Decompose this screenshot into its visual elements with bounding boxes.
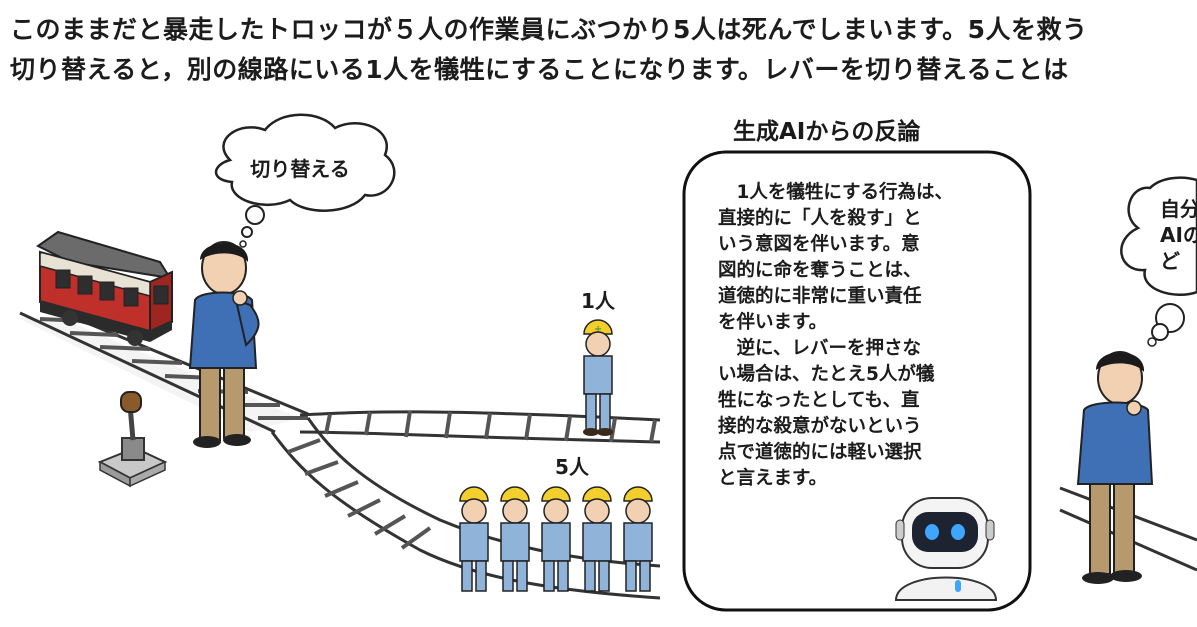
- thought-bubble-right: [1120, 176, 1197, 347]
- man-thinking-left: [188, 241, 260, 448]
- worker: [459, 486, 489, 592]
- upper-branch-track: [299, 410, 661, 444]
- worker: [582, 486, 612, 592]
- trolley: [36, 230, 173, 346]
- workers-group-five: [459, 486, 653, 592]
- svg-text:+: +: [594, 324, 602, 335]
- worker: [541, 486, 571, 592]
- worker: [623, 486, 653, 592]
- rebuttal-box: [682, 150, 1032, 612]
- worker-single: +: [583, 319, 613, 436]
- five-people-label: 5人: [555, 455, 590, 479]
- rebuttal-title: 生成AIからの反論: [733, 119, 921, 145]
- header-line-1: このままだと暴走したトロッコが５人の作業員にぶつかり5人は死んでしまいます。5人…: [10, 15, 1088, 44]
- rebuttal-text: 1人を犠牲にする行為は、 直接的に「人を殺す」と いう意図を伴います。意 図的に…: [718, 182, 954, 489]
- track-lever: [97, 391, 168, 488]
- header-line-2: 切り替えると，別の線路にいる1人を犠牲にすることになります。レバーを切り替えるこ…: [10, 55, 1069, 84]
- robot-icon: [894, 497, 998, 601]
- worker: [500, 486, 530, 592]
- one-person-label: 1人: [581, 289, 616, 313]
- thought-bubble-left: 切り替える: [214, 113, 396, 248]
- man-thinking-right: [1076, 351, 1154, 584]
- thought-bubble-label: 切り替える: [250, 157, 349, 181]
- right-bubble-text: 自分 AIの ど: [1160, 197, 1197, 273]
